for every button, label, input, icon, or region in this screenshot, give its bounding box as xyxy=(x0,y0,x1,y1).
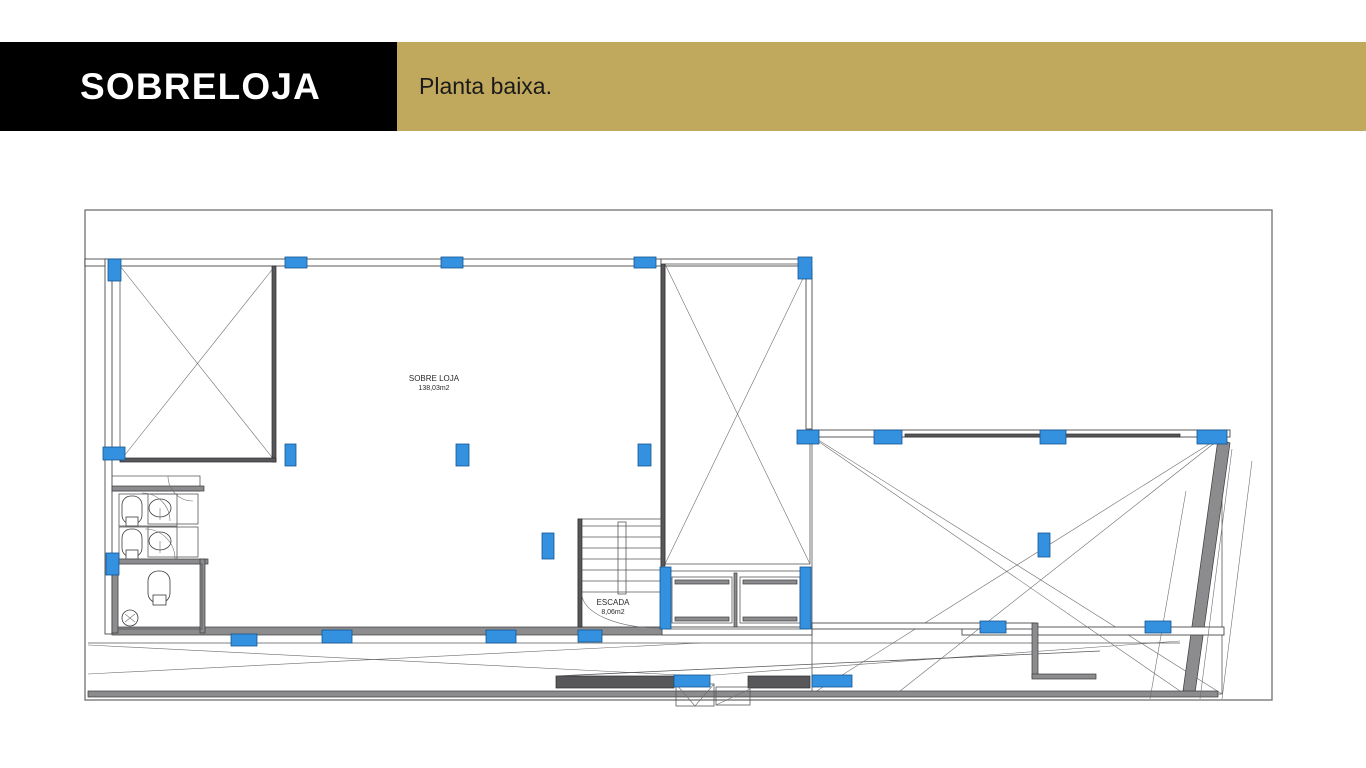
room-area-text: 8,06m2 xyxy=(601,609,624,616)
window-marker xyxy=(1144,620,1172,634)
window-markers xyxy=(102,256,1228,688)
floor-plan-container: SOBRE LOJA 138,03m2 ESCADA 8,06m2 xyxy=(0,131,1366,768)
window-marker xyxy=(541,532,555,560)
sink-fixture xyxy=(147,526,199,558)
elevator-bank xyxy=(665,570,809,630)
header-bar: SOBRELOJA Planta baixa. xyxy=(0,42,1366,131)
window-marker xyxy=(979,620,1007,634)
window-marker xyxy=(105,552,120,576)
void-shaft-center xyxy=(660,263,813,567)
room-label-sobre-loja: SOBRE LOJA 138,03m2 xyxy=(409,374,460,392)
staircase xyxy=(577,518,663,629)
window-marker xyxy=(284,443,297,467)
partition-lower-right xyxy=(811,622,1097,680)
header-subtitle-block: Planta baixa. xyxy=(397,42,1366,131)
site-boundary-frame xyxy=(84,209,1273,701)
window-marker xyxy=(440,256,464,269)
void-shaft-east xyxy=(811,435,1231,695)
sink-fixture xyxy=(147,493,199,525)
window-marker xyxy=(284,256,308,269)
west-exterior-wall xyxy=(104,258,113,635)
ramp-hatch-southeast xyxy=(1149,448,1253,700)
window-marker xyxy=(577,629,603,643)
window-marker xyxy=(637,443,652,467)
window-marker xyxy=(796,429,820,445)
window-marker xyxy=(102,446,126,461)
window-marker xyxy=(811,674,853,688)
window-marker xyxy=(673,674,711,688)
bathroom-block xyxy=(111,475,209,634)
floor-plan-drawing: SOBRE LOJA 138,03m2 ESCADA 8,06m2 xyxy=(84,209,1273,707)
elevator-cab xyxy=(739,576,801,624)
window-marker xyxy=(873,429,903,445)
page-title: SOBRELOJA xyxy=(80,66,322,107)
room-label-escada: ESCADA 8,06m2 xyxy=(597,598,631,616)
void-shaft-northwest xyxy=(119,265,277,463)
toilet-fixture xyxy=(118,493,178,527)
window-marker xyxy=(321,629,353,644)
window-marker xyxy=(1039,429,1067,445)
window-marker xyxy=(485,629,517,644)
entry-detail-south xyxy=(555,650,1101,707)
room-name-text: SOBRE LOJA xyxy=(409,374,460,383)
diagonal-guides xyxy=(811,436,1223,692)
window-marker xyxy=(107,258,122,282)
window-marker xyxy=(633,256,657,269)
lower-void-band xyxy=(87,640,1219,698)
header-title-block: SOBRELOJA xyxy=(0,42,397,131)
window-marker xyxy=(455,443,470,467)
window-marker xyxy=(659,566,672,630)
room-name-text: ESCADA xyxy=(597,598,631,607)
window-marker xyxy=(230,633,258,647)
room-area-text: 138,03m2 xyxy=(418,385,449,392)
elevator-cab xyxy=(671,576,733,624)
page-subtitle: Planta baixa. xyxy=(419,73,552,99)
window-marker xyxy=(799,566,812,630)
window-marker xyxy=(797,256,813,280)
window-marker xyxy=(1037,532,1051,558)
accessible-wc xyxy=(117,563,203,630)
window-marker xyxy=(1196,429,1228,445)
